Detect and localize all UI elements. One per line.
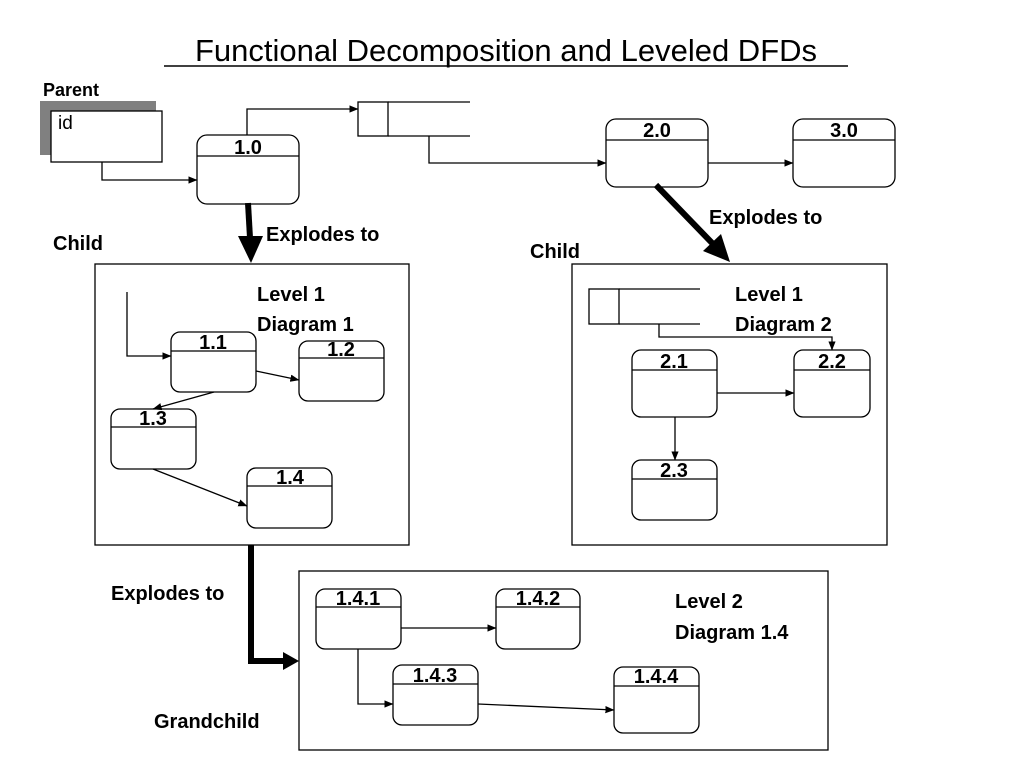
- process-1-4-1-label: 1.4.1: [336, 588, 380, 610]
- process-3-0-label: 3.0: [830, 120, 858, 142]
- flow-entity-to-1-0: [101, 162, 198, 184]
- flow-store-to-2-0: [428, 136, 607, 167]
- process-2-1: 2.1: [631, 349, 718, 418]
- child-label-right: Child: [530, 241, 580, 263]
- diagram-level2-line2: Diagram 1.4: [675, 622, 789, 644]
- process-1-4-4: 1.4.4: [613, 666, 700, 734]
- diagram-level1-2-line2: Diagram 2: [735, 314, 832, 336]
- external-entity-id: [50, 110, 163, 163]
- process-1-4-4-label: 1.4.4: [634, 666, 679, 688]
- explodes-label-1: Explodes to: [266, 224, 379, 246]
- page-title: Functional Decomposition and Leveled DFD…: [195, 33, 817, 68]
- process-1-4-2-label: 1.4.2: [516, 588, 560, 610]
- entity-label: id: [58, 113, 73, 134]
- process-1-3-label: 1.3: [139, 408, 167, 430]
- flow-1-4-3-to-1-4-4: [477, 703, 615, 714]
- explodes-label-3: Explodes to: [111, 583, 224, 605]
- diagram-level1-1-frame: [94, 263, 410, 546]
- child-label-left: Child: [53, 233, 103, 255]
- process-1-1: 1.1: [170, 331, 257, 393]
- diagram-level2-frame: [298, 570, 829, 751]
- diagram-level1-2-line1: Level 1: [735, 284, 803, 306]
- process-1-4: 1.4: [246, 467, 333, 529]
- process-1-4-3: 1.4.3: [392, 664, 479, 726]
- process-2-2: 2.2: [793, 349, 871, 418]
- diagram-level1-1-line1: Level 1: [257, 284, 325, 306]
- diagram-level1-1-line2: Diagram 1: [257, 314, 354, 336]
- process-2-3-label: 2.3: [660, 460, 688, 482]
- process-1-1-label: 1.1: [199, 332, 227, 354]
- process-1-4-1: 1.4.1: [315, 588, 402, 650]
- parent-label: Parent: [43, 80, 99, 100]
- data-store-d2: [588, 288, 700, 325]
- explodes-arrow-3: [248, 545, 299, 670]
- data-store-top: [357, 101, 470, 137]
- process-1-2-label: 1.2: [327, 339, 355, 361]
- flow-1-3-to-1-4: [152, 468, 248, 507]
- process-2-0-label: 2.0: [643, 120, 671, 142]
- diagram-level2-line1: Level 2: [675, 591, 743, 613]
- diagram-level1-2-frame: [571, 263, 888, 546]
- process-1-4-3-label: 1.4.3: [413, 665, 457, 687]
- process-2-0: 2.0: [605, 118, 709, 188]
- process-1-4-2: 1.4.2: [495, 588, 581, 650]
- flow-1-4-1-to-1-4-3: [357, 649, 394, 708]
- flow-in-to-1-1: [126, 292, 172, 360]
- grandchild-label: Grandchild: [154, 711, 260, 733]
- process-2-3: 2.3: [631, 459, 718, 521]
- flow-store-to-2-2: [658, 324, 836, 351]
- process-2-1-label: 2.1: [660, 351, 688, 373]
- explodes-arrow-1: [238, 202, 263, 263]
- flow-1-0-to-store: [246, 105, 359, 135]
- process-1-0-label: 1.0: [234, 137, 262, 159]
- process-1-2: 1.2: [298, 339, 385, 402]
- flow-1-1-to-1-2: [255, 370, 300, 382]
- process-2-2-label: 2.2: [818, 351, 846, 373]
- explodes-label-2: Explodes to: [709, 207, 822, 229]
- explodes-arrow-2: [653, 182, 730, 262]
- flow-1-1-to-1-3: [152, 391, 215, 411]
- process-1-4-label: 1.4: [276, 467, 305, 489]
- process-1-3: 1.3: [110, 408, 197, 470]
- process-3-0: 3.0: [792, 118, 896, 188]
- process-1-0: 1.0: [196, 134, 300, 205]
